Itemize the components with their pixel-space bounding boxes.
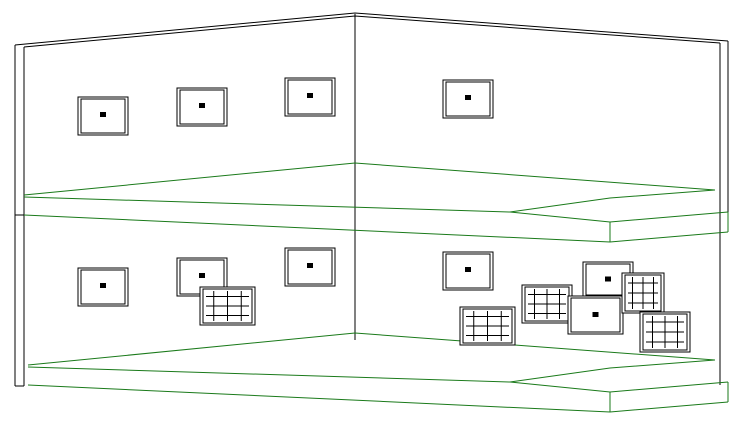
equipment-unit[interactable]: [639, 311, 691, 353]
wall-panels: [77, 77, 494, 307]
wall-panel[interactable]: [284, 77, 336, 117]
equipment-unit[interactable]: [567, 295, 624, 335]
panel-label-mark: [100, 112, 106, 117]
wall-panel[interactable]: [77, 267, 129, 307]
wall-panel[interactable]: [442, 79, 494, 119]
wall-panel[interactable]: [284, 247, 336, 287]
upper-floor-slab: [23, 162, 729, 243]
back-wall-left-top-edge-inner: [23, 15, 721, 48]
wall-panel[interactable]: [176, 87, 228, 127]
lower-slab-bottom-front: [27, 384, 729, 413]
upper-slab-notch: [509, 211, 729, 223]
lower-slab-back-edge: [27, 332, 716, 366]
panel-label-mark: [100, 283, 106, 288]
equipment-unit[interactable]: [459, 306, 516, 346]
equipment-unit[interactable]: [199, 286, 256, 326]
panel-label-mark: [465, 267, 471, 272]
equipment-unit[interactable]: [621, 272, 665, 314]
wall-panel[interactable]: [77, 96, 129, 136]
lower-slab-notch: [509, 381, 729, 393]
upper-slab-bottom-front: [23, 214, 729, 243]
upper-slab-top-front: [23, 189, 716, 213]
back-wall-left-top-edge: [14, 12, 729, 46]
panel-label-mark: [307, 93, 313, 98]
panel-label-mark: [465, 95, 471, 100]
walls: [14, 12, 729, 387]
panel-label-mark: [199, 273, 205, 278]
panel-label-mark: [199, 103, 205, 108]
panel-label-mark: [307, 263, 313, 268]
lower-floor-slab: [27, 332, 729, 413]
equipment-unit[interactable]: [521, 284, 573, 324]
equipment-units: [199, 261, 691, 353]
upper-slab-back-edge: [23, 162, 716, 196]
wall-panel[interactable]: [442, 251, 494, 291]
lower-slab-top-front: [27, 359, 716, 383]
